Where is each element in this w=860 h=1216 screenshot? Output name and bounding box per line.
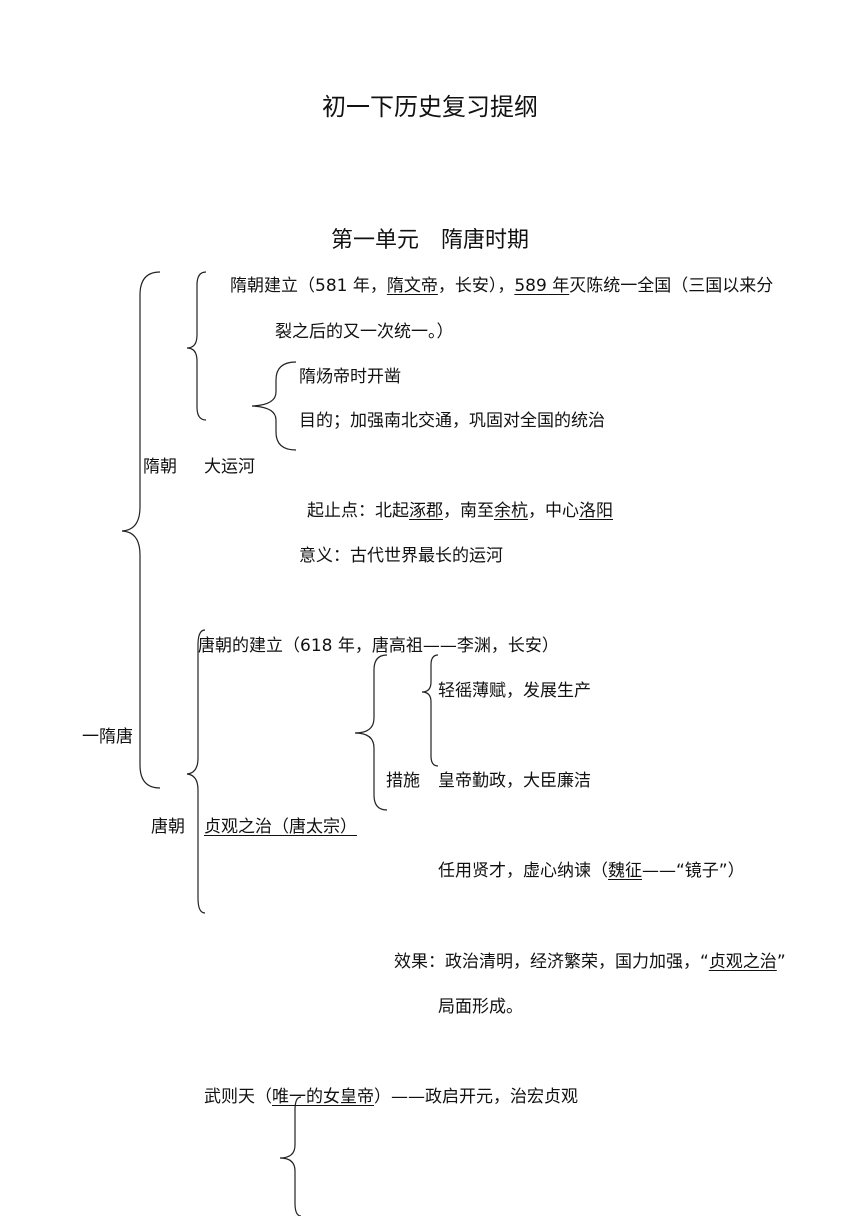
root-label: 一隋唐 xyxy=(82,727,133,747)
measure-1: 轻徭薄赋，发展生产 xyxy=(438,681,591,701)
canal-label: 大运河 xyxy=(204,457,255,477)
canal-points: 起止点：北起涿郡，南至余杭，中心洛阳 xyxy=(307,501,613,521)
canal-meaning: 意义：古代世界最长的运河 xyxy=(299,546,503,566)
canal-purpose: 目的；加强南北交通，巩固对全国的统治 xyxy=(299,411,605,431)
zhenguan-effect-line2: 局面形成。 xyxy=(438,997,523,1017)
sui-founding: 隋朝建立（581 年，隋文帝，长安），589 年灭陈统一全国（三国以来分 xyxy=(230,276,774,296)
unit-title: 第一单元 隋唐时期 xyxy=(330,228,529,253)
page-title: 初一下历史复习提纲 xyxy=(322,93,538,121)
root-brace xyxy=(121,271,161,789)
tang-brace xyxy=(186,629,206,914)
sui-brace xyxy=(186,271,207,421)
wu-zetian: 武则天（唯一的女皇帝）——政启开元，治宏贞观 xyxy=(204,1087,578,1107)
sui-label: 隋朝 xyxy=(143,457,177,477)
measures-brace xyxy=(421,654,439,767)
tang-label: 唐朝 xyxy=(151,817,185,837)
wu-brace xyxy=(279,1096,302,1216)
zhenguan-brace xyxy=(354,654,388,811)
canal-dig: 隋炀帝时开凿 xyxy=(299,367,401,387)
measure-2: 皇帝勤政，大臣廉洁 xyxy=(438,771,591,791)
zhenguan-label: 贞观之治（唐太宗） xyxy=(204,817,357,837)
zhenguan-effect: 效果：政治清明，经济繁荣，国力加强，“贞观之治” xyxy=(394,952,786,972)
measure-3: 任用贤才，虚心纳谏（魏征——“镜子”） xyxy=(438,861,745,881)
tang-founding: 唐朝的建立（618 年，唐高祖——李渊，长安） xyxy=(198,636,559,656)
sui-founding-line2: 裂之后的又一次统一。） xyxy=(275,322,454,342)
measures-label: 措施 xyxy=(386,771,420,791)
canal-brace xyxy=(251,361,297,451)
